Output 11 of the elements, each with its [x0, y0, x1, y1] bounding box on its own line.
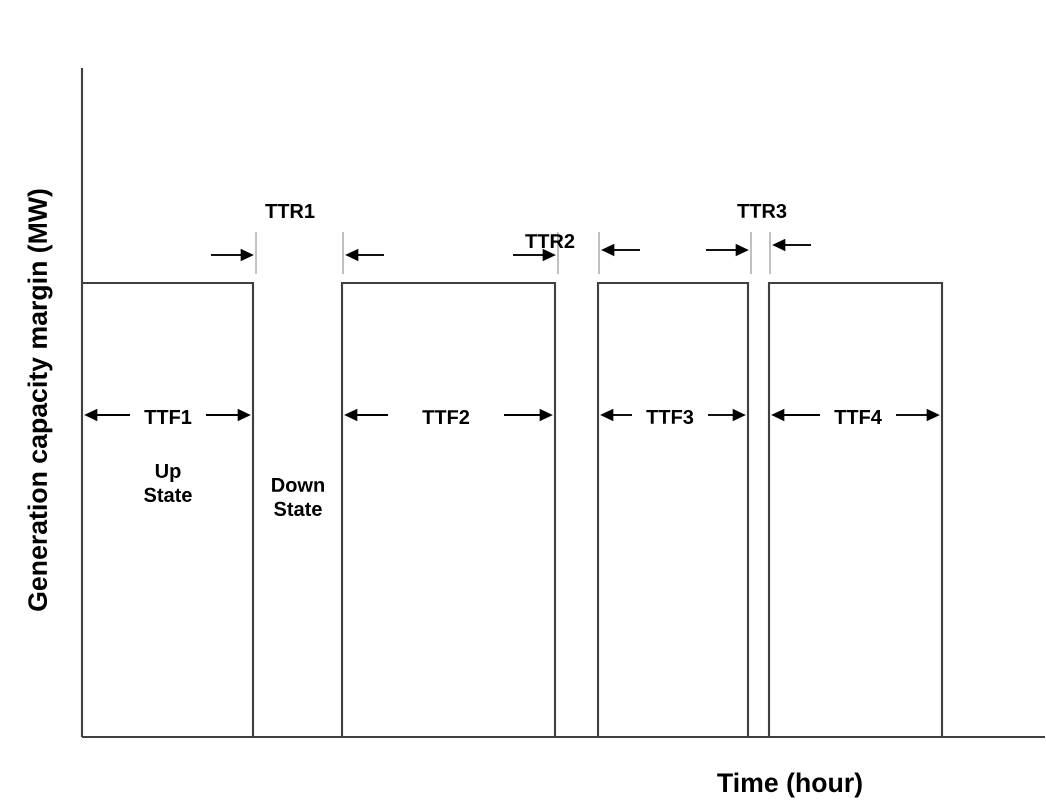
label: Time (hour)	[717, 772, 862, 798]
label: TTF1	[144, 410, 192, 424]
label: TTR2	[525, 234, 575, 248]
label: Up State	[144, 464, 192, 502]
label: TTF3	[646, 409, 694, 425]
label: TTR1	[265, 204, 315, 218]
label: Generation capacity margin (MW)	[27, 189, 53, 611]
label: TTR3	[737, 203, 787, 219]
label: TTF2	[422, 410, 470, 424]
label: TTF4	[834, 410, 882, 424]
label: Down State	[272, 478, 324, 516]
